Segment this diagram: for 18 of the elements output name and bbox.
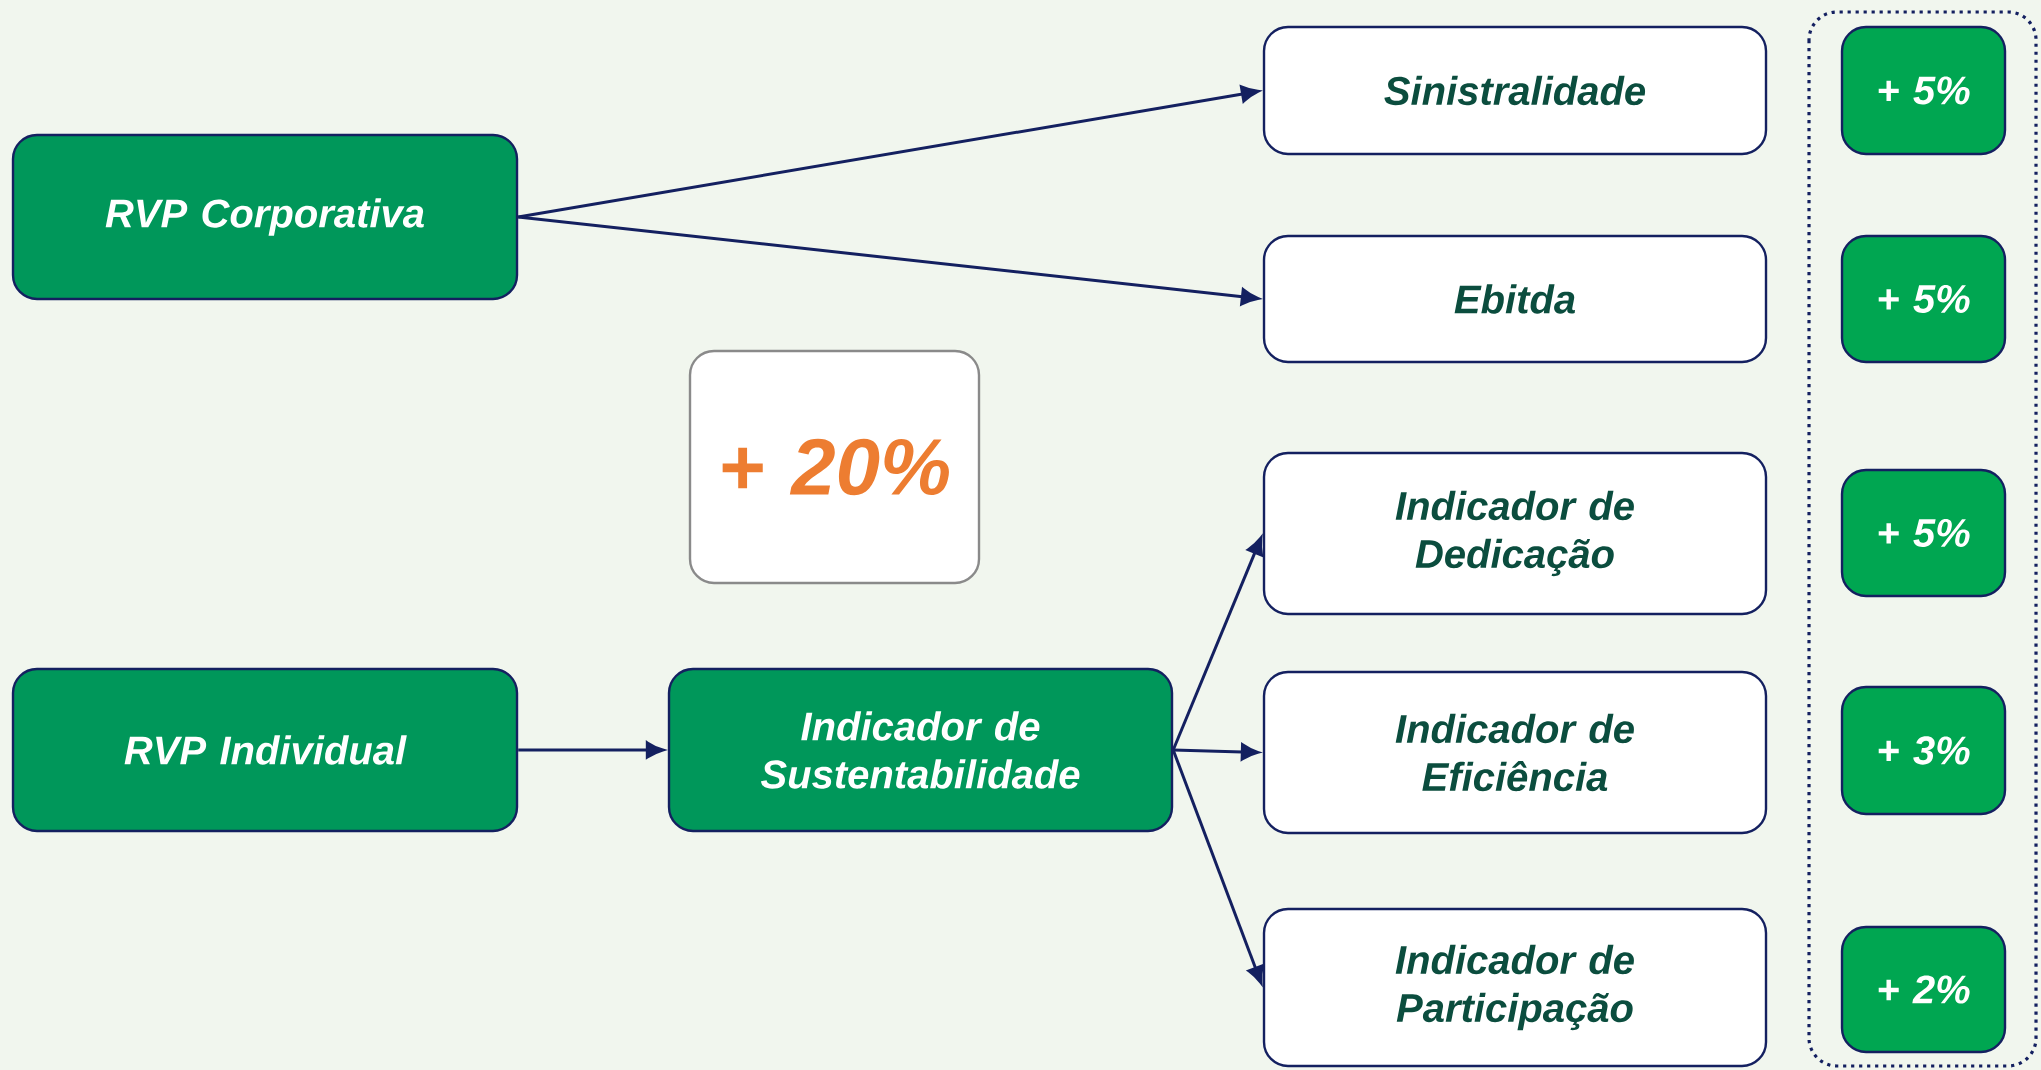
- percent-box: + 5%: [1840, 25, 2007, 156]
- percent-box: + 5%: [1840, 234, 2007, 364]
- percent-box: + 2%: [1840, 925, 2007, 1054]
- arrow: [1171, 749, 1264, 985]
- title-box: RVP Corporativa: [11, 133, 519, 301]
- indicator-box: Indicador de Dedicação: [1262, 451, 1768, 616]
- total-box: + 20%: [688, 349, 981, 585]
- indicator-box: Indicador de Eficiência: [1262, 670, 1768, 835]
- indicator-box: Ebitda: [1262, 234, 1768, 364]
- percent-box: + 5%: [1840, 468, 2007, 598]
- title-box: RVP Individual: [11, 667, 519, 833]
- arrow: [518, 741, 665, 759]
- arrow: [518, 215, 1260, 306]
- indicator-box: Sinistralidade: [1262, 25, 1768, 156]
- title-box: Indicador de Sustentabilidade: [667, 667, 1174, 833]
- percent-box: + 3%: [1840, 685, 2007, 816]
- arrow: [1171, 536, 1264, 751]
- indicator-box: Indicador de Participação: [1262, 907, 1768, 1068]
